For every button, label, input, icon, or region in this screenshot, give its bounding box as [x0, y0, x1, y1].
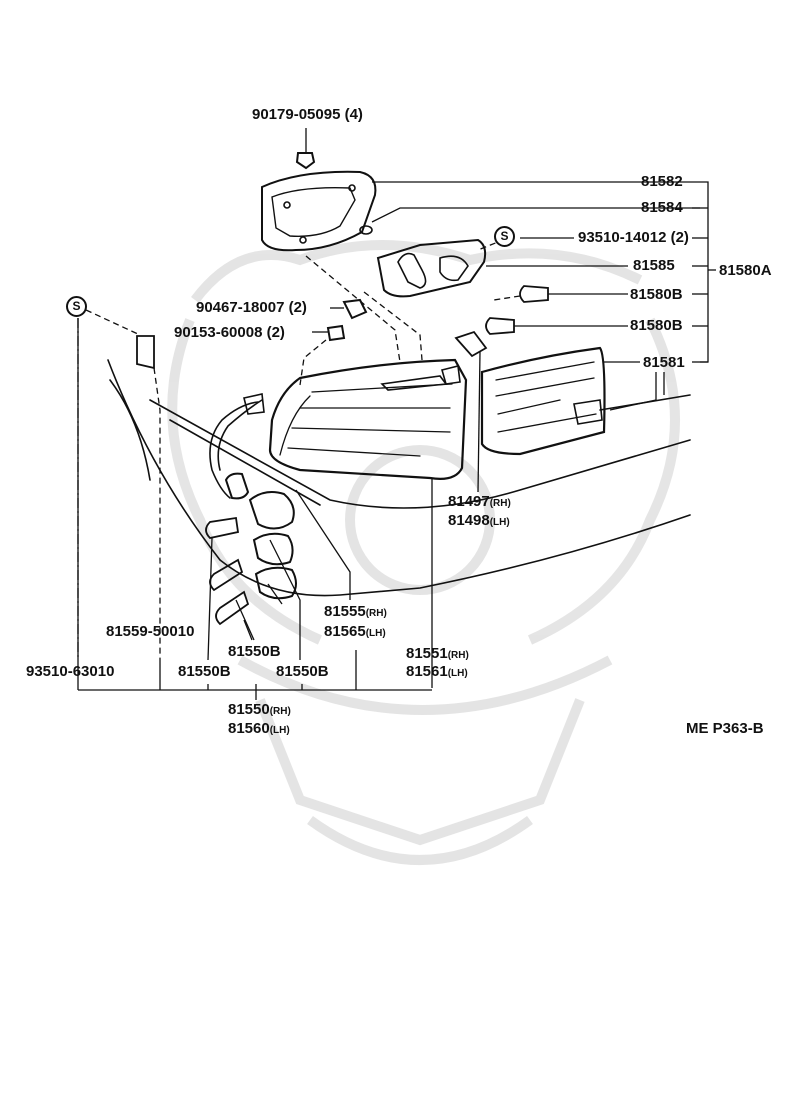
- bulb-81580B-lower: [485, 317, 515, 335]
- label-text: 90179-05095 (4): [252, 106, 363, 123]
- label-81555: 81555(RH): [324, 604, 387, 619]
- label-screw-90179: 90179-05095 (4): [252, 107, 363, 122]
- car-body-upper: [149, 399, 691, 509]
- label-text: 81550B: [228, 643, 281, 660]
- label-text: 81559-50010: [106, 623, 195, 640]
- label-81550B-a: 81550B: [228, 644, 281, 659]
- label-suffix: (LH): [447, 668, 468, 679]
- label-text: 81497: [448, 493, 490, 510]
- watermark-logo: [167, 240, 680, 865]
- label-81498: 81498(LH): [448, 513, 510, 528]
- socket-81585: [376, 238, 487, 298]
- label-text: 81498: [448, 512, 490, 529]
- label-text: 81582: [641, 173, 683, 190]
- label-suffix: (RH): [365, 608, 387, 619]
- label-suffix: (LH): [489, 517, 510, 528]
- label-text: 81584: [641, 199, 683, 216]
- s-mark-icon: S: [66, 296, 87, 317]
- label-nut-90153: 90153-60008 (2): [174, 325, 285, 340]
- label-81582: 81582: [641, 174, 683, 189]
- label-text: 81580A: [719, 262, 772, 279]
- label-text: 81565: [324, 623, 366, 640]
- label-text: 81550B: [276, 663, 329, 680]
- label-text: 81555: [324, 603, 366, 620]
- label-81585: 81585: [633, 258, 675, 273]
- screw-90179: [295, 152, 316, 170]
- label-suffix: (LH): [269, 725, 290, 736]
- label-81580B-upper: 81580B: [630, 287, 683, 302]
- label-81550B-c: 81550B: [276, 664, 329, 679]
- nut-90153: [326, 324, 346, 342]
- label-81551: 81551(RH): [406, 646, 469, 661]
- label-81565: 81565(LH): [324, 624, 386, 639]
- label-suffix: (RH): [269, 706, 291, 717]
- label-81584: 81584: [641, 200, 683, 215]
- washer-81584: [359, 225, 373, 235]
- label-81580A: 81580A: [719, 263, 772, 278]
- diagram-code: ME P363-B: [686, 721, 764, 736]
- label-nut-90467: 90467-18007 (2): [196, 300, 307, 315]
- label-81559: 81559-50010: [106, 624, 194, 639]
- label-text: 93510-63010: [26, 663, 115, 680]
- wire-harness: [209, 401, 259, 499]
- label-text: 93510-14012 (2): [578, 229, 689, 246]
- label-text: 81581: [643, 354, 685, 371]
- bracket: [136, 335, 155, 370]
- nut-90467: [342, 298, 368, 320]
- s-mark-icon: S: [494, 226, 515, 247]
- label-text: 81585: [633, 257, 675, 274]
- label-text: 90467-18007 (2): [196, 299, 307, 316]
- label-text: 81551: [406, 645, 448, 662]
- label-text: 81560: [228, 720, 270, 737]
- label-suffix: (LH): [365, 628, 386, 639]
- label-screw-93510-14012: 93510-14012 (2): [578, 230, 689, 245]
- bulb-81550B-a: [205, 516, 240, 539]
- label-81561: 81561(LH): [406, 664, 468, 679]
- socket-81555: [224, 472, 250, 500]
- label-81497: 81497(RH): [448, 494, 511, 509]
- car-body-outline: [107, 359, 691, 597]
- tail-lamp-81551: [268, 358, 468, 480]
- label-text: 81561: [406, 663, 448, 680]
- label-81560: 81560(LH): [228, 721, 290, 736]
- diagram-code-text: ME P363-B: [686, 720, 764, 737]
- label-text: 81550B: [178, 663, 231, 680]
- bulb-81580B-upper: [519, 285, 549, 303]
- clip-81497: [454, 330, 488, 358]
- gasket-81582: [261, 170, 377, 252]
- s-mark-text: S: [72, 299, 81, 313]
- bulb-81550B-c: [215, 590, 250, 626]
- label-text: 81550: [228, 701, 270, 718]
- label-81550: 81550(RH): [228, 702, 291, 717]
- label-text: 90153-60008 (2): [174, 324, 285, 341]
- label-text: 81580B: [630, 286, 683, 303]
- lens-81581: [480, 346, 606, 456]
- label-suffix: (RH): [447, 650, 469, 661]
- label-text: 81580B: [630, 317, 683, 334]
- label-81581: 81581: [643, 355, 685, 370]
- label-81580B-lower: 81580B: [630, 318, 683, 333]
- label-screw-93510-63010: 93510-63010: [26, 664, 114, 679]
- label-suffix: (RH): [489, 498, 511, 509]
- label-81550B-b: 81550B: [178, 664, 231, 679]
- s-mark-text: S: [500, 229, 509, 243]
